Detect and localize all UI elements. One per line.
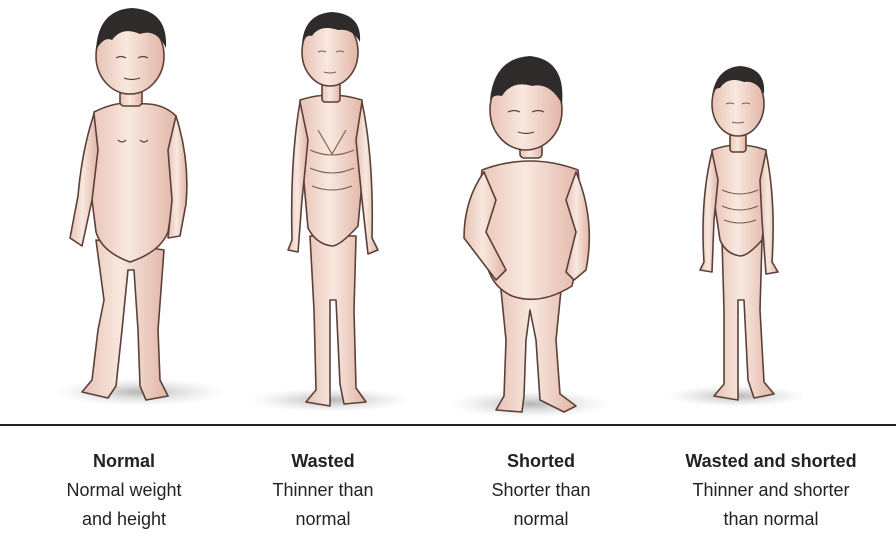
- caption-title: Normal: [24, 447, 224, 476]
- ground-shadow: [450, 390, 610, 418]
- figure-shorted: [450, 56, 610, 418]
- caption-title: Shorted: [441, 447, 641, 476]
- caption-wasted-and-shorted: Wasted and shorted Thinner and shorter t…: [671, 447, 871, 534]
- figure-wasted-and-shorted: [666, 66, 806, 407]
- caption-title: Wasted: [223, 447, 423, 476]
- figures-illustration: [0, 0, 896, 425]
- left-arm: [700, 152, 718, 272]
- caption-normal: Normal Normal weight and height: [24, 447, 224, 534]
- torso: [712, 145, 768, 256]
- caption-title: Wasted and shorted: [671, 447, 871, 476]
- divider-line: [0, 424, 896, 426]
- torso: [476, 161, 584, 299]
- torso: [88, 103, 178, 262]
- left-arm: [70, 114, 98, 246]
- caption-description: Thinner than normal: [223, 476, 423, 534]
- legs: [82, 240, 168, 400]
- caption-wasted: Wasted Thinner than normal: [223, 447, 423, 534]
- caption-description: Thinner and shorter than normal: [671, 476, 871, 534]
- right-arm: [356, 102, 378, 254]
- torso: [300, 95, 364, 246]
- left-arm: [288, 102, 308, 252]
- figure-normal: [55, 8, 225, 406]
- caption-description: Normal weight and height: [24, 476, 224, 534]
- caption-description: Shorter than normal: [441, 476, 641, 534]
- figure-wasted: [250, 12, 410, 412]
- legs: [306, 236, 366, 406]
- right-arm: [760, 152, 778, 274]
- caption-shorted: Shorted Shorter than normal: [441, 447, 641, 534]
